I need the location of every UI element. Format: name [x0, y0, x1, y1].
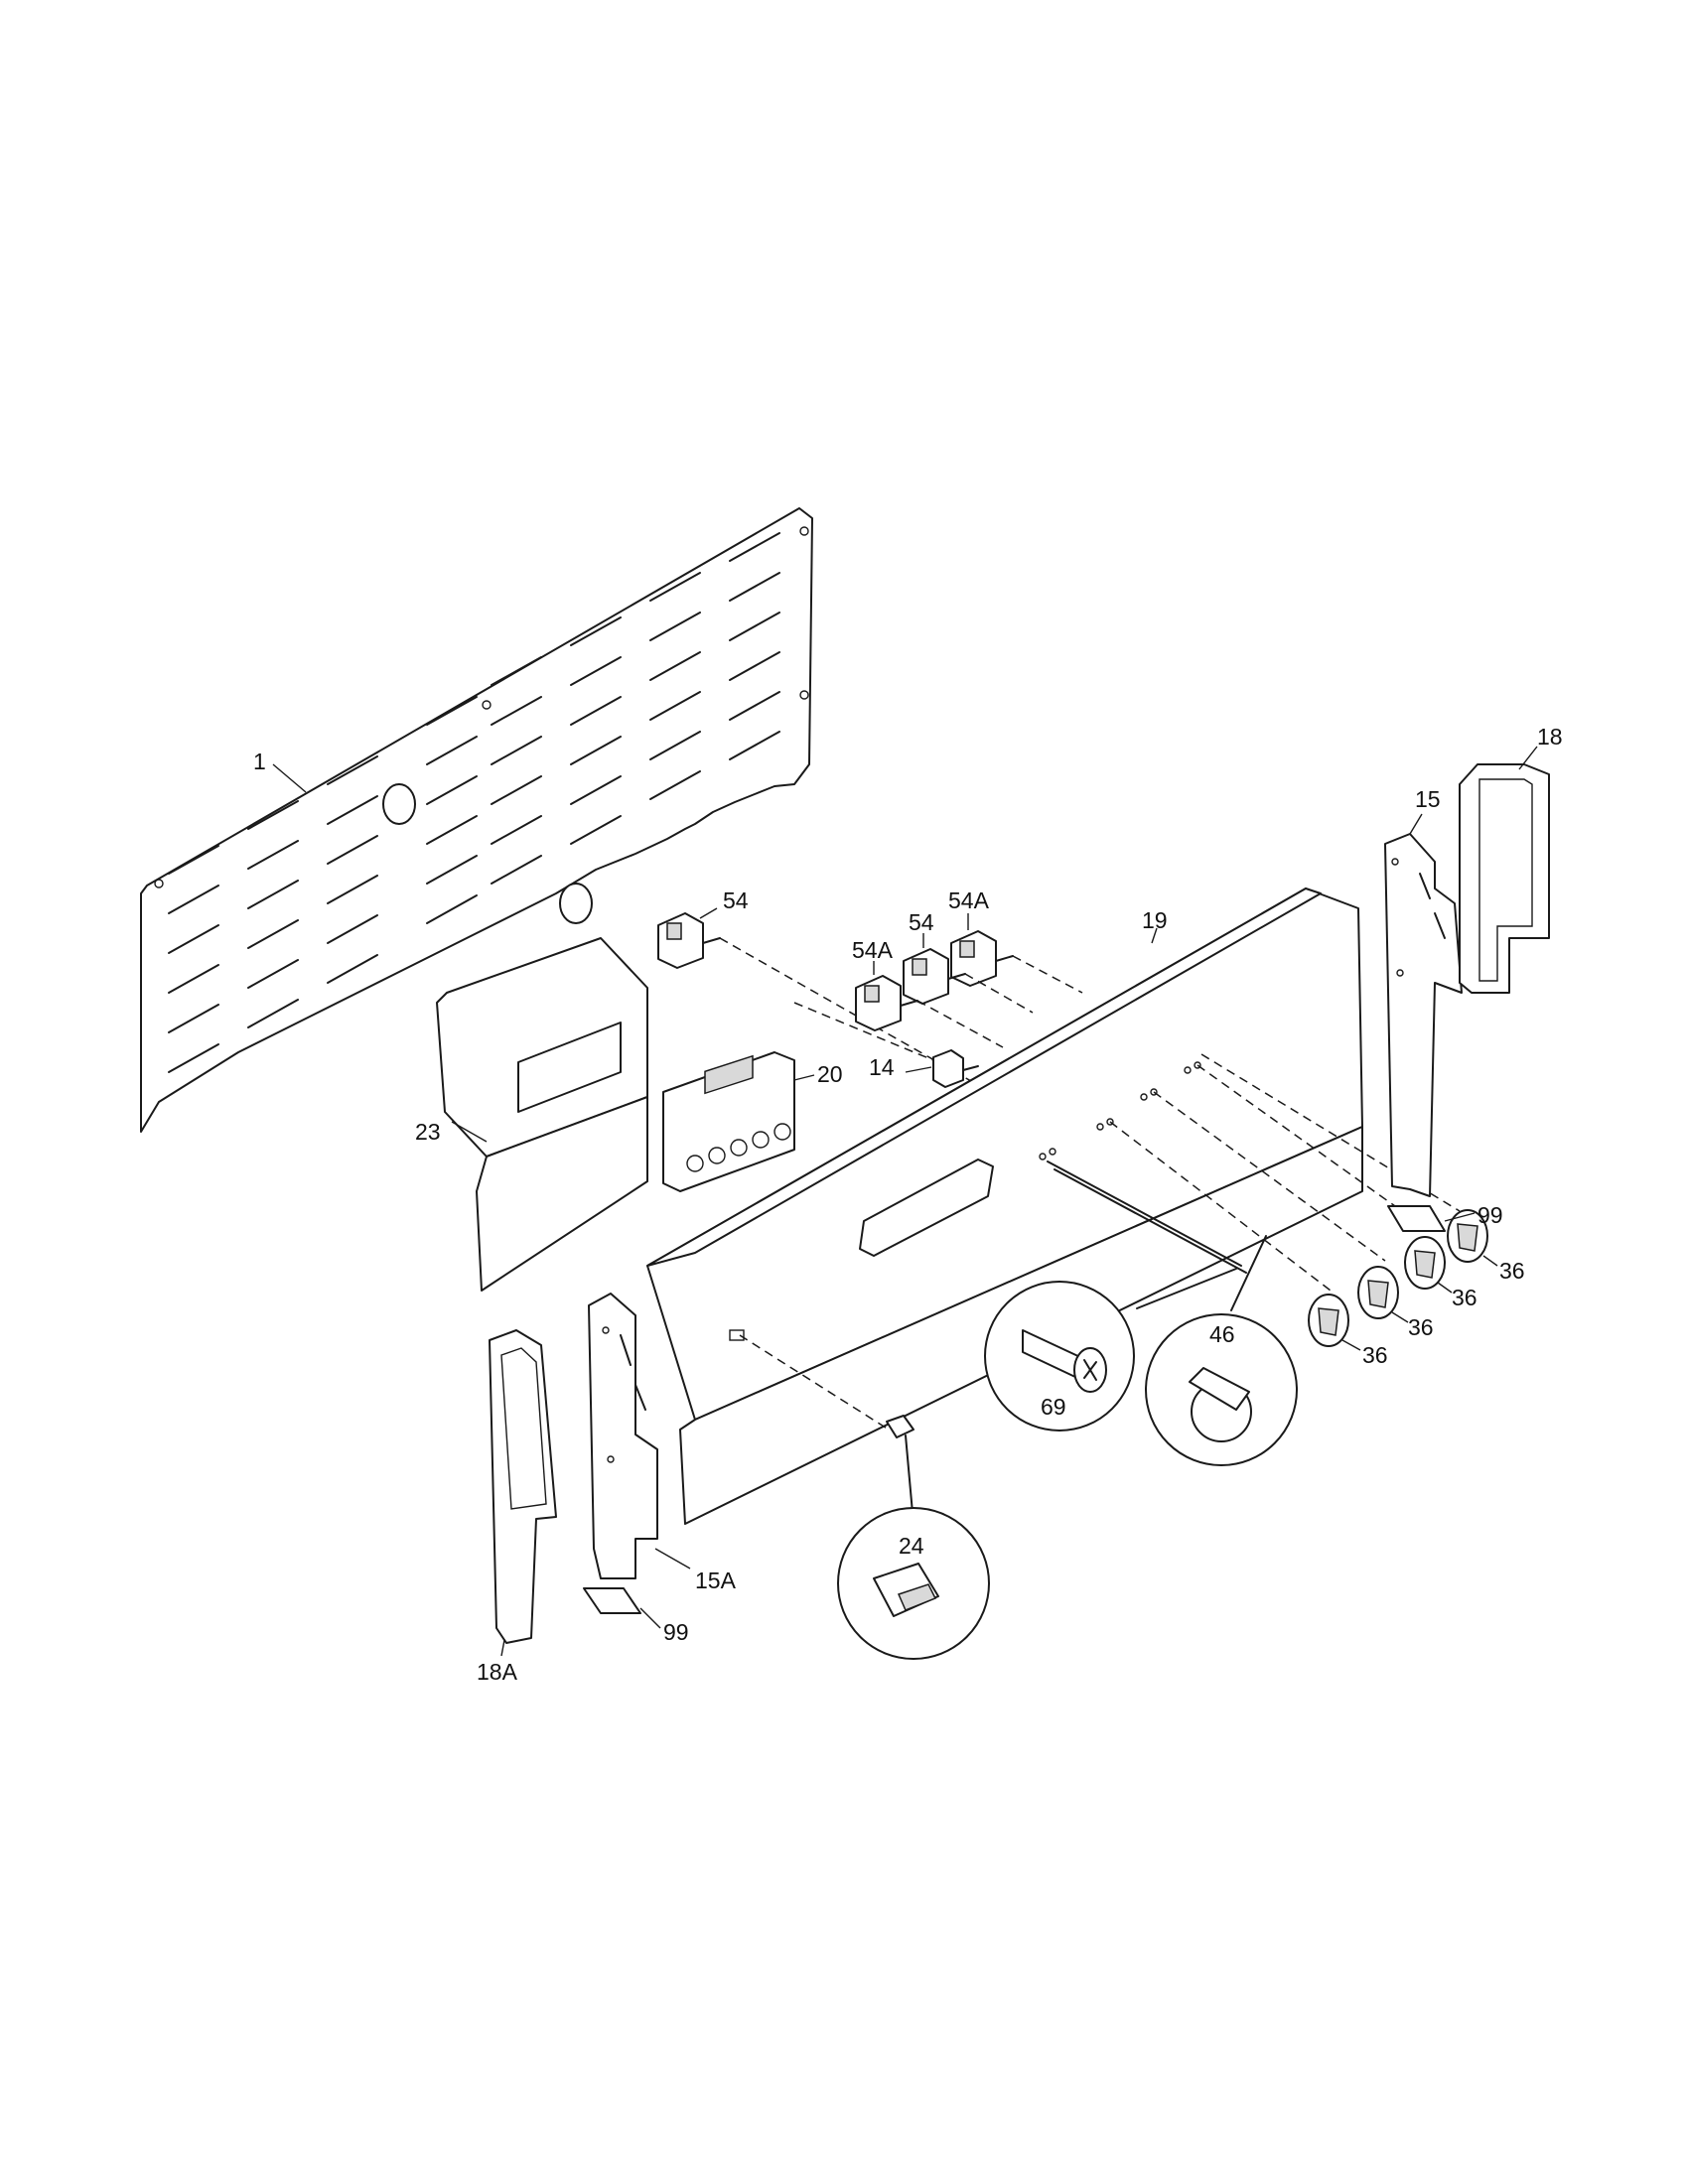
mounting-foot-99-left	[583, 1587, 641, 1614]
side-trim-18a	[489, 1329, 557, 1644]
rocker-switch-24-small	[886, 1415, 914, 1438]
side-bracket-15a	[588, 1293, 658, 1579]
callout-36: 36	[1408, 1314, 1434, 1340]
callout-18a: 18A	[477, 1659, 518, 1685]
leader-line	[1136, 1268, 1237, 1309]
leader-line	[639, 1607, 661, 1629]
electronic-clock-control	[662, 1051, 795, 1192]
callout-19: 19	[1142, 907, 1168, 933]
leader-line	[699, 907, 718, 919]
leader-line	[1151, 927, 1158, 944]
leader-line	[719, 937, 1044, 1123]
callout-24: 24	[899, 1533, 924, 1559]
detail-bumper-46: 46	[1145, 1313, 1298, 1466]
rocker-cutout	[729, 1329, 745, 1341]
leader-line	[1196, 1064, 1431, 1232]
leader-line	[1230, 1235, 1267, 1311]
callout-23: 23	[415, 1119, 441, 1145]
callout-36: 36	[1452, 1285, 1477, 1310]
leader-line	[793, 1074, 815, 1081]
detail-rocker-24: 24	[837, 1507, 990, 1660]
callout-99-left: 99	[663, 1619, 689, 1645]
leader-line	[451, 1121, 488, 1143]
detail-screw-69: 69	[984, 1281, 1135, 1432]
leader-line	[964, 973, 1034, 1014]
side-bracket-15	[1384, 833, 1463, 1197]
leader-line	[272, 763, 307, 793]
leader-line	[1153, 1091, 1386, 1262]
switch-54-top	[657, 912, 721, 969]
leader-line	[1200, 1053, 1461, 1212]
panel-round-hole	[382, 783, 416, 825]
switch-54a-right	[950, 930, 1014, 987]
leader-line	[916, 1000, 1004, 1048]
switch-54a-left	[855, 975, 918, 1031]
leader-line	[654, 1548, 691, 1570]
side-trim-18	[1459, 763, 1550, 994]
display-window	[859, 1159, 994, 1257]
control-panel	[646, 887, 1363, 1525]
leader-line	[1109, 1121, 1332, 1292]
callout-69: 69	[1041, 1394, 1066, 1420]
leader-line	[1391, 1311, 1409, 1323]
control-bracket	[436, 937, 648, 1292]
callout-14: 14	[869, 1054, 895, 1080]
leader-line	[1518, 746, 1538, 770]
leader-line	[1444, 1212, 1476, 1222]
knob-36	[1357, 1266, 1399, 1319]
callout-1: 1	[253, 749, 266, 774]
callout-36: 36	[1499, 1258, 1525, 1284]
switch-54-mid	[903, 948, 966, 1005]
leader-line	[1437, 1282, 1453, 1294]
leader-line	[1409, 813, 1423, 835]
callout-54a-right: 54A	[948, 887, 990, 913]
shaft	[1054, 1168, 1247, 1274]
mounting-foot-99-right	[1387, 1205, 1446, 1232]
callout-20: 20	[817, 1061, 843, 1087]
callout-15: 15	[1415, 786, 1441, 812]
callout-99-right: 99	[1477, 1202, 1503, 1228]
shaft	[1047, 1160, 1242, 1267]
vent-slots	[168, 532, 780, 1073]
knob-36	[1404, 1236, 1446, 1290]
callout-46: 46	[1209, 1321, 1235, 1347]
leader-line	[1341, 1339, 1361, 1351]
callout-36: 36	[1362, 1342, 1388, 1368]
switch-14	[932, 1049, 979, 1088]
callout-54-top: 54	[723, 887, 749, 913]
rear-vent-panel	[140, 507, 813, 1133]
leader-line	[1012, 955, 1083, 994]
leader-line	[905, 1066, 932, 1073]
callout-15a: 15A	[695, 1568, 737, 1593]
panel-round-hole	[559, 883, 593, 924]
knob-36	[1447, 1209, 1488, 1263]
callout-54a-left: 54A	[852, 937, 894, 963]
knob-36	[1308, 1294, 1349, 1347]
callout-54-mid: 54	[909, 909, 934, 935]
leader-line	[1482, 1255, 1498, 1267]
leader-line	[500, 1639, 505, 1657]
callout-18: 18	[1537, 724, 1563, 750]
leader-line	[793, 1002, 934, 1061]
